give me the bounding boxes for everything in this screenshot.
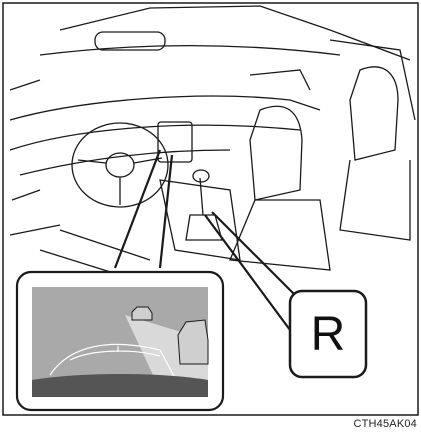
reverse-gear-label: R [290, 291, 366, 377]
driver-seat [250, 106, 302, 200]
rear-camera-callout [17, 272, 223, 410]
shift-knob [193, 170, 209, 182]
camera-leader-lines [115, 150, 172, 268]
figure-code: CTH45AK04 [353, 418, 417, 430]
passenger-seat [350, 67, 398, 160]
camera-bumper [32, 374, 208, 397]
car-interior-lines [10, 6, 415, 275]
center-display [158, 122, 192, 162]
